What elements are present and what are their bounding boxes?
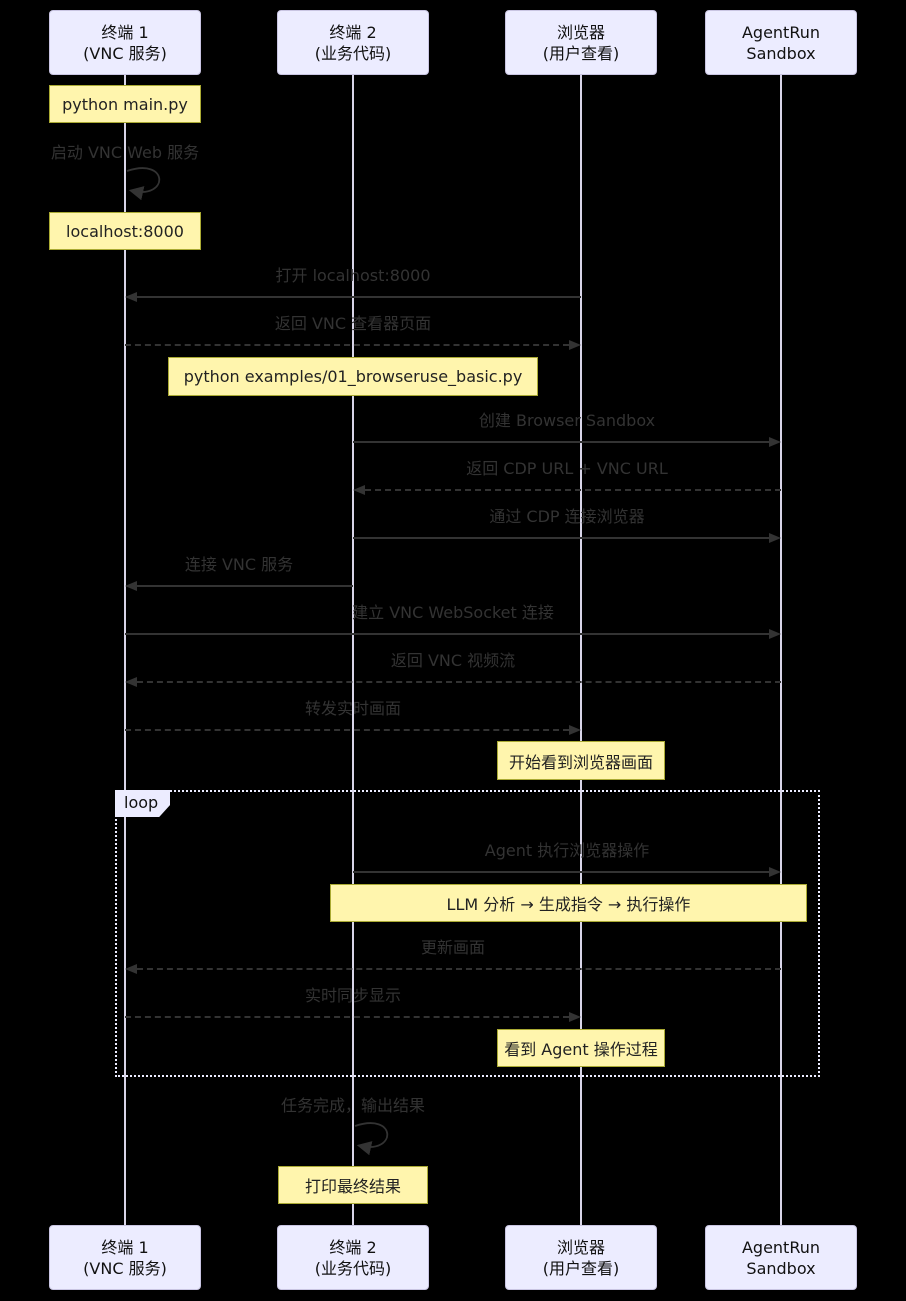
message-arrow — [137, 585, 353, 587]
message-label: 返回 CDP URL + VNC URL — [466, 459, 668, 478]
arrowhead-icon — [353, 485, 365, 495]
actor-sublabel: (VNC 服务) — [83, 1258, 167, 1278]
self-loop-arrow — [126, 167, 161, 201]
lifeline-agentrun — [780, 75, 782, 1225]
note-python-example: python examples/01_browseruse_basic.py — [168, 357, 538, 396]
note-text: 打印最终结果 — [304, 1177, 401, 1196]
actor-label: AgentRun — [741, 1237, 821, 1257]
message-label: 打开 localhost:8000 — [275, 266, 431, 285]
note-text: 开始看到浏览器画面 — [508, 752, 653, 772]
arrowhead-icon — [125, 292, 137, 302]
arrowhead-icon — [769, 867, 781, 877]
message-arrow — [365, 489, 781, 491]
arrowhead-icon — [769, 437, 781, 447]
actor-label: 终端 1 — [101, 22, 149, 42]
note-text: python examples/01_browseruse_basic.py — [183, 367, 523, 386]
message-label: 通过 CDP 连接浏览器 — [489, 507, 645, 526]
actor-browser-top: 浏览器 (用户查看) — [505, 10, 657, 75]
self-loop-arrow — [354, 1122, 389, 1156]
arrowhead-icon — [125, 964, 137, 974]
arrowhead-icon — [125, 581, 137, 591]
actor-label: AgentRun — [741, 22, 821, 42]
lifeline-terminal1 — [124, 75, 126, 1225]
note-text: localhost:8000 — [66, 221, 184, 241]
message-label: 启动 VNC Web 服务 — [50, 143, 200, 162]
message-label: 更新画面 — [420, 938, 486, 957]
message-label: 创建 Browser Sandbox — [478, 411, 656, 430]
actor-label: 终端 1 — [101, 1237, 149, 1257]
message-arrow — [137, 968, 781, 970]
message-arrow — [125, 633, 769, 635]
actor-label: 终端 2 — [329, 1237, 377, 1257]
actor-label: 浏览器 — [556, 1237, 605, 1257]
message-arrow — [353, 537, 769, 539]
message-arrow — [137, 296, 581, 298]
actor-terminal1-top: 终端 1 (VNC 服务) — [49, 10, 201, 75]
loop-label: loop — [115, 790, 170, 817]
actor-label: 终端 2 — [329, 22, 377, 42]
actor-sublabel: (VNC 服务) — [83, 43, 167, 63]
actor-agentrun-top: AgentRun Sandbox — [705, 10, 857, 75]
message-arrow — [353, 871, 769, 873]
message-label: 建立 VNC WebSocket 连接 — [352, 603, 554, 622]
note-see-agent-ops: 看到 Agent 操作过程 — [497, 1029, 665, 1067]
actor-sublabel: Sandbox — [746, 1258, 816, 1278]
lifeline-terminal2 — [352, 75, 354, 1225]
message-arrow — [353, 441, 769, 443]
arrowhead-icon — [569, 725, 581, 735]
actor-sublabel: (业务代码) — [314, 43, 392, 63]
note-text: python main.py — [62, 94, 188, 114]
actor-terminal2-top: 终端 2 (业务代码) — [277, 10, 429, 75]
arrowhead-icon — [769, 533, 781, 543]
note-start-seeing-browser: 开始看到浏览器画面 — [497, 741, 665, 780]
message-label: 返回 VNC 查看器页面 — [274, 314, 432, 333]
actor-sublabel: (业务代码) — [314, 1258, 392, 1278]
note-text: 看到 Agent 操作过程 — [504, 1040, 658, 1059]
message-label: 转发实时画面 — [304, 699, 402, 718]
message-arrow — [125, 344, 569, 346]
note-text: LLM 分析 → 生成指令 → 执行操作 — [446, 895, 691, 914]
message-label: Agent 执行浏览器操作 — [484, 841, 650, 860]
lifeline-browser — [580, 75, 582, 1225]
arrowhead-icon — [125, 677, 137, 687]
loop-box — [115, 790, 820, 1077]
arrowhead-icon — [569, 1012, 581, 1022]
message-arrow — [125, 1016, 569, 1018]
actor-sublabel: (用户查看) — [542, 1258, 620, 1278]
actor-agentrun-bottom: AgentRun Sandbox — [705, 1225, 857, 1290]
actor-terminal2-bottom: 终端 2 (业务代码) — [277, 1225, 429, 1290]
arrowhead-icon — [769, 629, 781, 639]
note-localhost: localhost:8000 — [49, 212, 201, 250]
message-label: 连接 VNC 服务 — [184, 555, 294, 574]
note-print-final-result: 打印最终结果 — [278, 1166, 428, 1204]
actor-label: 浏览器 — [556, 22, 605, 42]
arrowhead-icon — [569, 340, 581, 350]
actor-terminal1-bottom: 终端 1 (VNC 服务) — [49, 1225, 201, 1290]
actor-sublabel: (用户查看) — [542, 43, 620, 63]
message-label: 实时同步显示 — [304, 986, 402, 1005]
note-llm-pipeline: LLM 分析 → 生成指令 → 执行操作 — [330, 884, 807, 922]
note-python-main: python main.py — [49, 85, 201, 123]
message-label: 任务完成，输出结果 — [280, 1096, 426, 1115]
message-arrow — [125, 729, 569, 731]
actor-browser-bottom: 浏览器 (用户查看) — [505, 1225, 657, 1290]
message-label: 返回 VNC 视频流 — [390, 651, 516, 670]
actor-sublabel: Sandbox — [746, 43, 816, 63]
message-arrow — [137, 681, 781, 683]
